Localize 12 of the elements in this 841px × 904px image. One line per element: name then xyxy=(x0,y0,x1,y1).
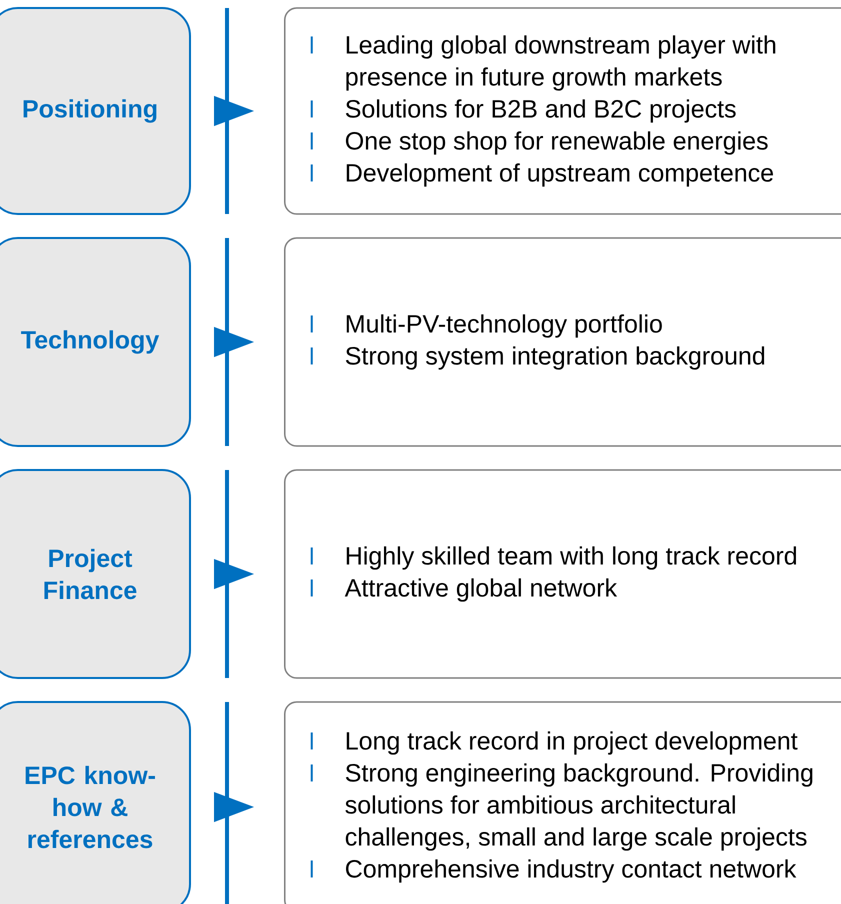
description-box: Leading global downstream player with presence in future growth markets Solutions for B2B and B2C projects One stop shop for renewable energies Development of upstream competence xyxy=(284,7,841,215)
category-box: Positioning xyxy=(0,7,191,215)
category-box: EPC know-how & references xyxy=(0,701,191,904)
category-box: Technology xyxy=(0,237,191,447)
category-box: Project Finance xyxy=(0,469,191,679)
arrow xyxy=(214,327,254,357)
description-box: Long track record in project development Strong engineering background. Providing solutions for ambitious architectural challenges, small and large scale projects Comprehensive industry contact network xyxy=(284,701,841,904)
description-box: Highly skilled team with long track record Attractive global network xyxy=(284,469,841,679)
arrow xyxy=(214,792,254,822)
description-box: Multi-PV-technology portfolio Strong system integration background xyxy=(284,237,841,447)
arrow xyxy=(214,96,254,126)
arrow xyxy=(214,559,254,589)
